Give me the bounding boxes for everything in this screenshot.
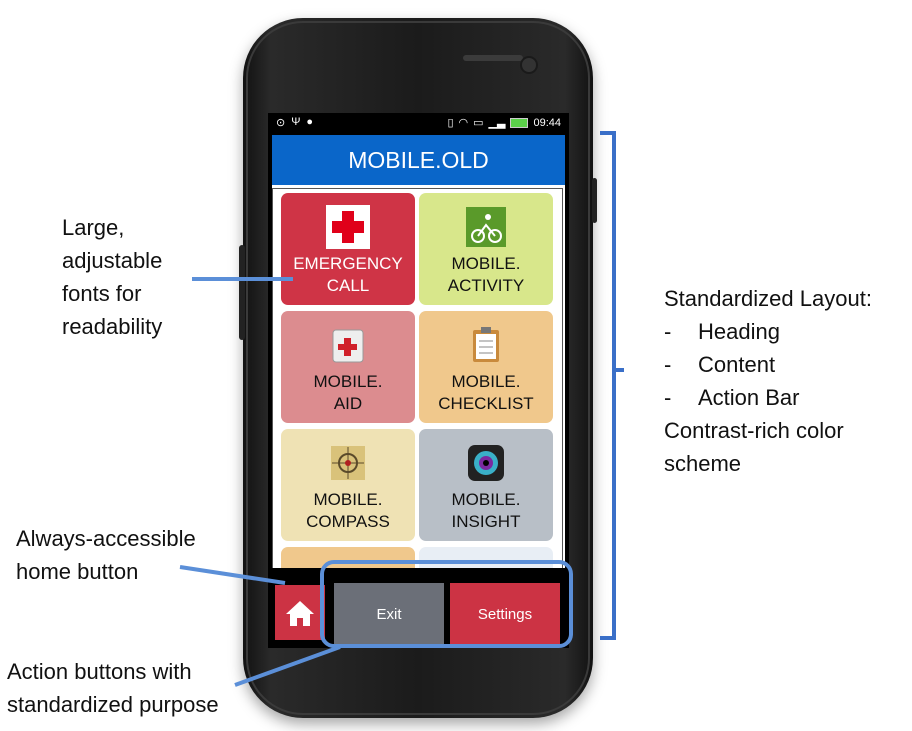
usb-icon: Ψ (291, 116, 301, 128)
note-layout: Standardized Layout: -Heading -Content -… (664, 282, 872, 480)
note-home-line: Always-accessible (16, 526, 196, 551)
note-fonts-line: adjustable (62, 248, 163, 273)
tile-label-line2: ACTIVITY (447, 276, 525, 295)
phone-screen: ⊙ Ψ ● ▯ ◠ ▭ ▁▃ 09:44 MOBILE.OLD EMERGENC… (268, 113, 569, 648)
tile-label-line2: INSIGHT (451, 512, 521, 531)
red-cross-icon (326, 205, 370, 249)
note-actions-line: standardized purpose (7, 692, 219, 717)
app-title: MOBILE.OLD (348, 146, 489, 173)
tile-grid: EMERGENCY CALL MOBILE. ACTIVITY MOBILE. … (272, 188, 563, 570)
android-icon: ● (306, 116, 314, 128)
tile-mobile-insight[interactable]: MOBILE. INSIGHT (419, 429, 553, 541)
app-heading: MOBILE.OLD (272, 135, 565, 185)
note-fonts: Large, adjustable fonts for readability (62, 211, 162, 343)
front-camera (520, 56, 538, 74)
tile-label-line1: MOBILE. (451, 490, 521, 509)
cyclist-icon (464, 205, 508, 249)
note-home-line: home button (16, 559, 139, 584)
note-fonts-line: readability (62, 314, 163, 339)
note-layout-item-text: Content (698, 352, 776, 377)
signal-icon: ▁▃ (488, 117, 506, 129)
note-fonts-line: fonts for (62, 281, 142, 306)
vibrate-icon: ▯ (447, 117, 454, 129)
wifi-icon: ◠ (458, 117, 469, 129)
note-home: Always-accessible home button (16, 522, 196, 588)
tile-label-line1: MOBILE. (313, 490, 383, 509)
exit-button[interactable]: Exit (334, 583, 444, 645)
note-layout-extra: Contrast-rich color (664, 418, 844, 443)
tile-label-line2: CHECKLIST (438, 394, 534, 413)
note-fonts-line: Large, (62, 215, 125, 240)
tile-mobile-aid[interactable]: MOBILE. AID (281, 311, 415, 423)
tile-label-line1: MOBILE. (313, 372, 383, 391)
location-icon: ⊙ (276, 117, 286, 129)
note-layout-item-text: Heading (698, 319, 780, 344)
tile-mobile-compass[interactable]: MOBILE. COMPASS (281, 429, 415, 541)
sim-icon: ▭ (473, 117, 484, 129)
earpiece-speaker (463, 55, 523, 61)
power-button (592, 178, 597, 223)
tile-label-line1: MOBILE. (451, 254, 521, 273)
phone-rim (246, 21, 590, 715)
note-layout-extra: scheme (664, 451, 742, 476)
tile-label-line1: MOBILE. (451, 372, 521, 391)
note-layout-item: -Action Bar (664, 385, 800, 410)
first-aid-kit-icon (326, 323, 370, 367)
compass-icon (326, 441, 370, 485)
volume-button (239, 245, 245, 340)
action-bar-highlight (320, 560, 573, 648)
tile-emergency-call[interactable]: EMERGENCY CALL (281, 193, 415, 305)
settings-button-label: Settings (477, 605, 533, 623)
note-layout-title: Standardized Layout: (664, 286, 872, 311)
camera-lens-icon (464, 441, 508, 485)
tile-label-line2: CALL (326, 276, 370, 295)
home-icon (286, 600, 314, 626)
tile-mobile-activity[interactable]: MOBILE. ACTIVITY (419, 193, 553, 305)
battery-icon (510, 117, 529, 128)
status-time: 09:44 (533, 116, 561, 129)
note-layout-item-text: Action Bar (698, 385, 800, 410)
app-window: MOBILE.OLD EMERGENCY CALL MOBILE. ACTIVI… (272, 135, 565, 648)
status-bar: ⊙ Ψ ● ▯ ◠ ▭ ▁▃ 09:44 (268, 113, 569, 133)
tile-mobile-checklist[interactable]: MOBILE. CHECKLIST (419, 311, 553, 423)
tile-label-line2: COMPASS (306, 512, 390, 531)
exit-button-label: Exit (376, 605, 402, 623)
home-button[interactable] (275, 585, 325, 640)
tile-label-line1: EMERGENCY (293, 254, 403, 273)
note-actions-line: Action buttons with (7, 659, 192, 684)
clipboard-icon (464, 323, 508, 367)
settings-button[interactable]: Settings (450, 583, 560, 645)
note-layout-item: -Heading (664, 319, 780, 344)
note-layout-item: -Content (664, 352, 776, 377)
note-actions: Action buttons with standardized purpose (7, 655, 219, 721)
tile-label-line2: AID (333, 394, 363, 413)
